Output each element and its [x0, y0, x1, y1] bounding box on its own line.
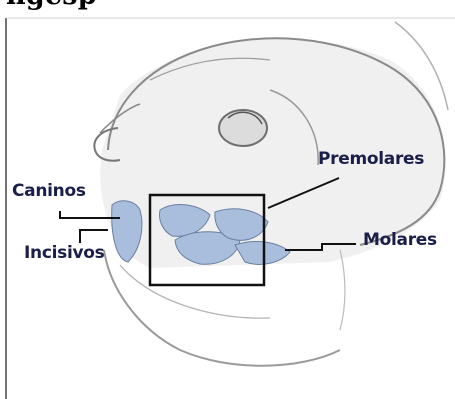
label-premolares: Premolares [318, 149, 424, 169]
jaw-rear-line [340, 250, 345, 330]
label-caninos: Caninos [12, 181, 86, 201]
jaw-outline [104, 250, 340, 366]
eye-socket [219, 110, 267, 146]
label-molares: Molares [363, 230, 437, 250]
heading-fragment: ngesp [6, 0, 97, 11]
jaw-inner-line [120, 265, 270, 318]
label-incisivos: Incisivos [24, 243, 104, 263]
incisivos-leader [80, 230, 108, 243]
